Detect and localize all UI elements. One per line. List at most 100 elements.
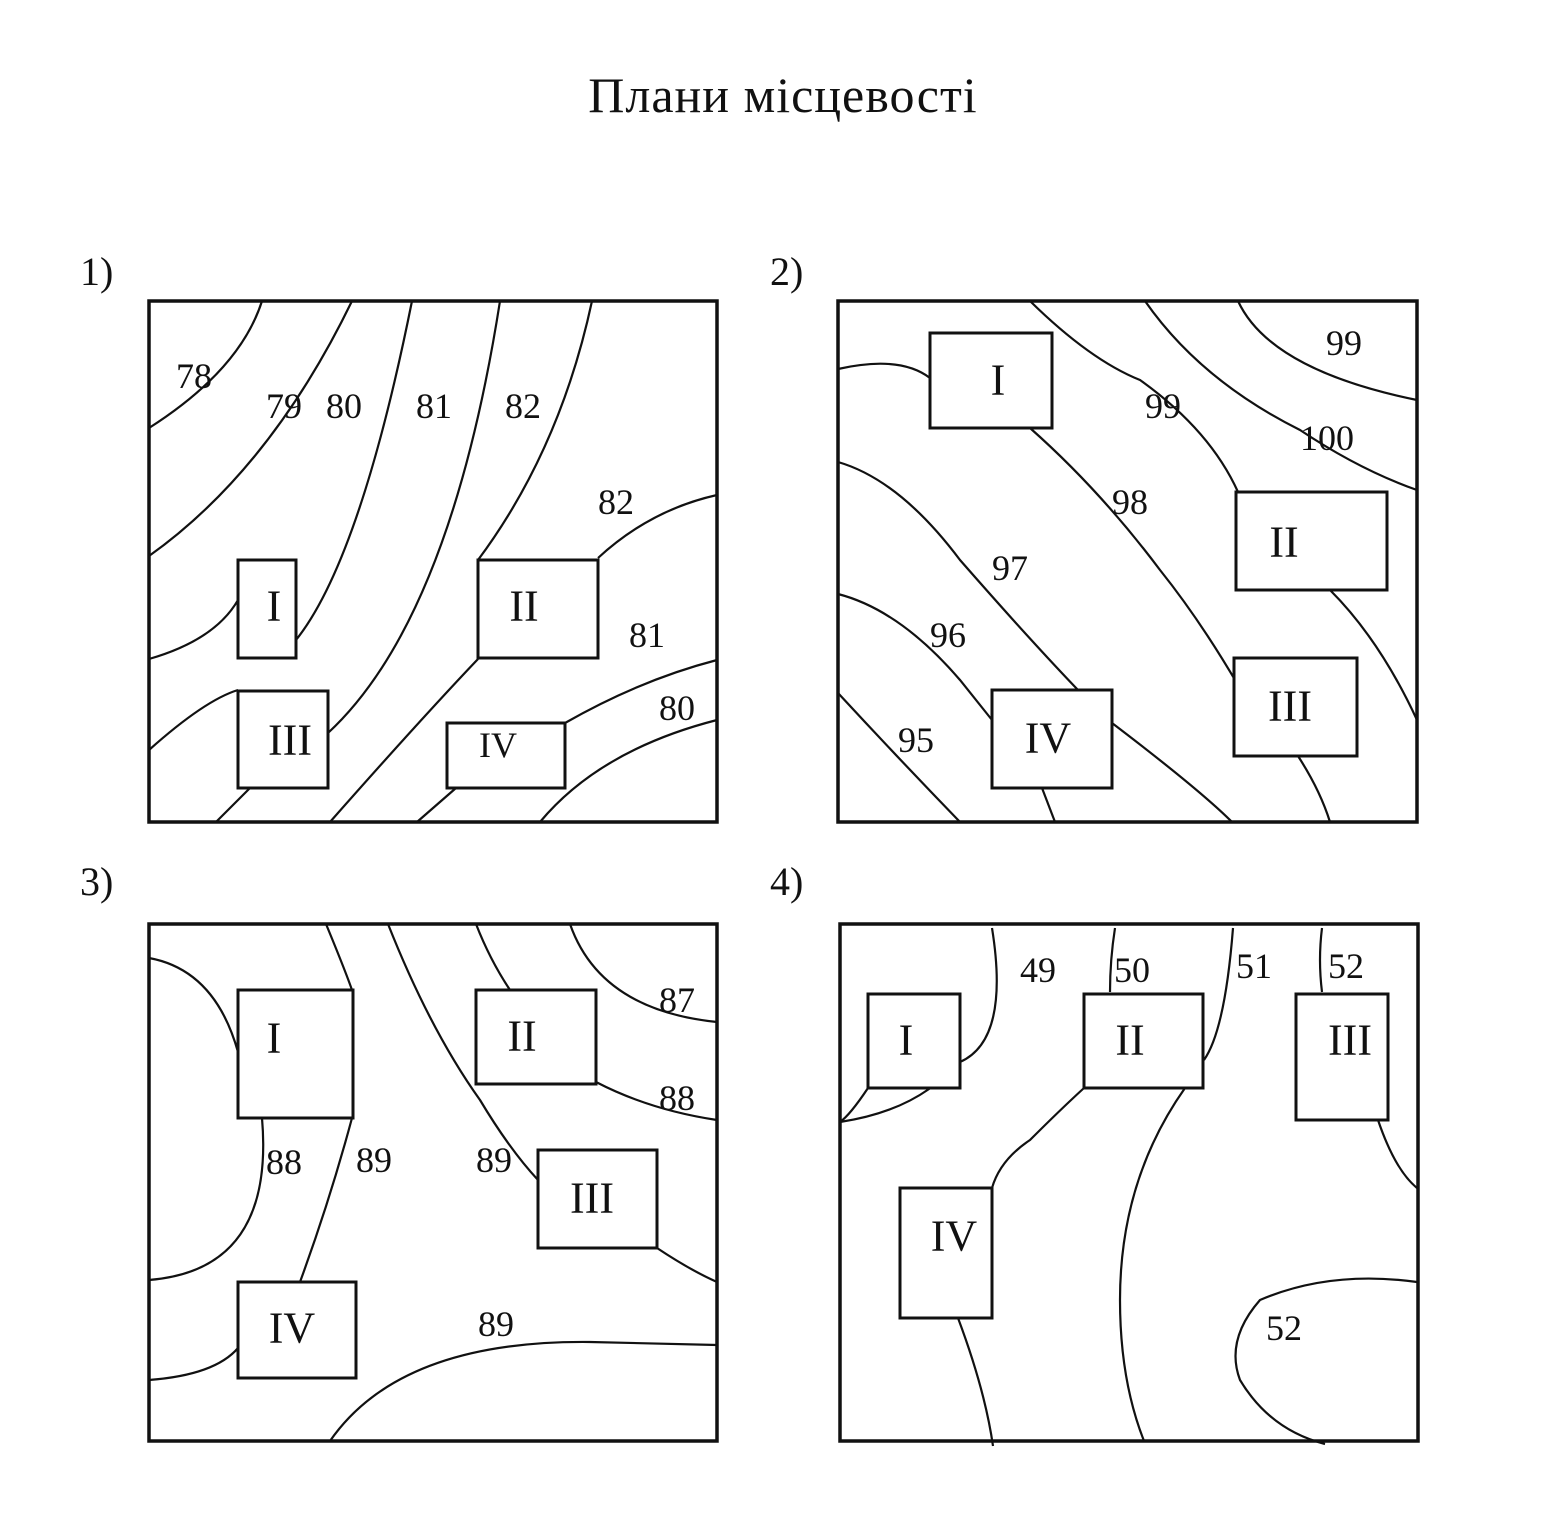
building-ii (1234, 490, 1389, 592)
contour-line (837, 460, 1079, 691)
contour-line (1203, 927, 1235, 1061)
building-label: IV (1025, 714, 1072, 763)
contour-label: 80 (659, 688, 695, 728)
contour-label: 97 (992, 548, 1028, 588)
building-iii (1294, 992, 1390, 1122)
contour-line (1108, 927, 1117, 993)
building-label: III (1268, 682, 1312, 731)
building-label: I (267, 1014, 282, 1063)
contour-line (148, 599, 239, 661)
contour-label: 99 (1145, 386, 1181, 426)
building-label: I (267, 582, 282, 631)
plan-2: I II III IV 99 99 100 98 97 96 95 (836, 299, 1419, 824)
building-label: IV (931, 1212, 978, 1261)
contour-line (295, 300, 414, 641)
contour-label: 82 (505, 386, 541, 426)
contour-label: 49 (1020, 950, 1056, 990)
building-iv (445, 721, 567, 790)
contour-line (1111, 722, 1233, 823)
contour-line (597, 493, 718, 559)
contour-line (477, 300, 594, 561)
building-ii (1082, 992, 1205, 1090)
contour-label: 50 (1114, 950, 1150, 990)
contour-label: 80 (326, 386, 362, 426)
contour-line (298, 1117, 354, 1283)
building-label: I (899, 1016, 914, 1065)
contour-line (837, 592, 993, 721)
plan-3-number: 3) (80, 859, 114, 904)
plan-3: I II III IV 87 88 88 89 89 89 (147, 922, 719, 1443)
contour-line (148, 300, 353, 557)
contour-label: 52 (1266, 1308, 1302, 1348)
building-label: II (1269, 518, 1298, 567)
building-label: III (268, 716, 312, 765)
contour-label: 98 (1112, 482, 1148, 522)
contour-line (1234, 1277, 1418, 1446)
contour-label: 88 (266, 1142, 302, 1182)
contour-line (1376, 1119, 1418, 1189)
contour-label: 89 (356, 1140, 392, 1180)
contour-label: 96 (930, 615, 966, 655)
building-iii (236, 689, 330, 790)
building-i (236, 988, 355, 1120)
contour-line (324, 923, 354, 991)
building-iv (236, 1280, 358, 1380)
contour-label: 81 (629, 615, 665, 655)
contour-line (1118, 1087, 1186, 1442)
plan-4-number: 4) (770, 859, 804, 904)
contour-line (959, 927, 998, 1064)
contour-line (386, 923, 539, 1181)
contour-line (329, 658, 479, 823)
contour-line (1329, 589, 1418, 721)
contour-line (1029, 427, 1239, 686)
building-label: II (507, 1012, 536, 1061)
contour-line (148, 300, 264, 429)
contour-line (837, 362, 931, 379)
contour-line (656, 1247, 718, 1284)
contour-line (148, 1347, 239, 1382)
contour-label: 89 (476, 1140, 512, 1180)
building-label: IV (269, 1304, 316, 1353)
contour-label: 87 (659, 980, 695, 1020)
building-label: I (991, 356, 1006, 405)
plan-1: I II III IV 78 79 80 81 82 82 81 80 (147, 299, 719, 824)
contour-line (474, 923, 511, 991)
building-iii (536, 1148, 659, 1250)
contour-line (1040, 787, 1057, 823)
contour-label: 79 (266, 386, 302, 426)
contour-line (1297, 755, 1332, 823)
plan-1-number: 1) (80, 249, 114, 294)
contour-line (148, 956, 240, 1053)
contour-line (564, 658, 718, 724)
building-label: II (1115, 1016, 1144, 1065)
building-i (866, 992, 962, 1090)
building-i (236, 558, 298, 660)
plan-4: I II III IV 49 50 51 52 52 (838, 922, 1420, 1447)
contour-line (956, 1317, 995, 1447)
contour-line (1237, 300, 1418, 402)
contour-label: 88 (659, 1078, 695, 1118)
contour-line (416, 787, 457, 823)
contour-line (837, 692, 961, 823)
contour-label: 81 (416, 386, 452, 426)
page-title: Плани місцевості (588, 67, 978, 123)
contour-line (148, 688, 239, 751)
contour-line (990, 1087, 1085, 1189)
plan-1-frame (147, 299, 719, 824)
contour-line (1144, 300, 1418, 492)
contour-label: 51 (1236, 946, 1272, 986)
contour-line (1029, 300, 1240, 493)
building-label: II (509, 582, 538, 631)
contour-label: 89 (478, 1304, 514, 1344)
building-iii (1232, 656, 1359, 758)
plan-4-frame (838, 922, 1420, 1443)
building-label: III (570, 1174, 614, 1223)
building-label: III (1328, 1016, 1372, 1065)
contour-label: 100 (1300, 418, 1354, 458)
building-iv (990, 688, 1114, 790)
building-ii (474, 988, 598, 1086)
plan-2-number: 2) (770, 249, 804, 294)
building-ii (476, 558, 600, 660)
building-label: IV (479, 725, 517, 765)
